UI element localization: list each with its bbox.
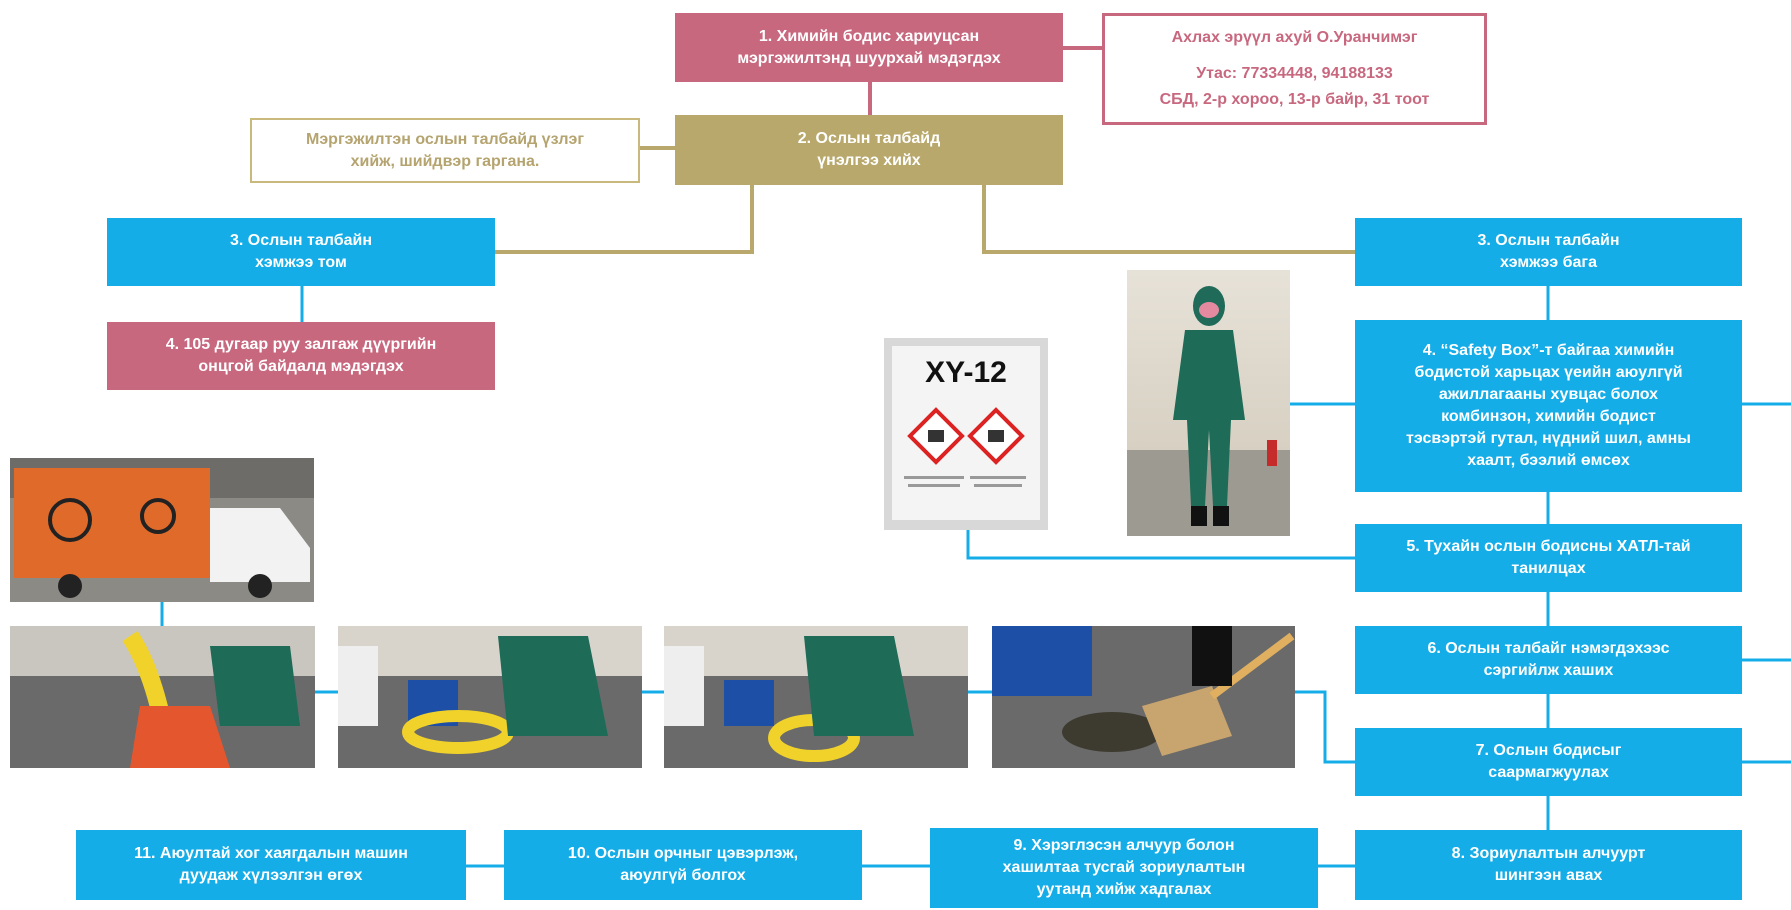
waste-truck-photo — [10, 458, 314, 602]
person-figure-icon — [1127, 286, 1290, 536]
truck-icon — [10, 458, 314, 598]
cleanup-scene-1 — [10, 626, 315, 768]
step-8-box: 8. Зориулалтын алчуурт шингээн авах — [1355, 830, 1742, 900]
contact-phone: Утас: 77334448, 94188133 — [1196, 65, 1393, 82]
step-2-box: 2. Ослын талбайд үнэлгээ хийх — [675, 115, 1063, 185]
cleanup-photo-2 — [338, 626, 642, 768]
cleanup-photo-3 — [664, 626, 968, 768]
step-3-small-box: 3. Ослын талбайн хэмжээ бага — [1355, 218, 1742, 286]
hazard-sign-label: XY-12 — [925, 356, 1007, 389]
step-1-box: 1. Химийн бодис хариуцсан мэргэжилтэнд ш… — [675, 13, 1063, 82]
contact-name: Ахлах эрүүл ахуй О.Уранчимэг — [1171, 29, 1418, 46]
cleanup-scene-4 — [992, 626, 1295, 756]
cleanup-scene-2 — [338, 626, 642, 754]
step-11-box: 11. Аюултай хог хаягдалын машин дуудаж х… — [76, 830, 466, 900]
contact-box: Ахлах эрүүл ахуй О.Уранчимэг Утас: 77334… — [1102, 13, 1487, 125]
protective-suit-photo — [1127, 270, 1290, 536]
cleanup-scene-3 — [664, 626, 968, 762]
hazard-pictogram-icons — [904, 407, 1026, 487]
step-10-box: 10. Ослын орчныг цэвэрлэж, аюулгүй болго… — [504, 830, 862, 900]
step-4-small-box: 4. “Safety Box”-т байгаа химийн бодистой… — [1355, 320, 1742, 492]
step-4-large-box: 4. 105 дугаар руу залгаж дүүргийн онцгой… — [107, 322, 495, 390]
step-7-box: 7. Ослын бодисыг саармагжуулах — [1355, 728, 1742, 796]
cleanup-photo-4 — [992, 626, 1295, 768]
step-5-box: 5. Тухайн ослын бодисны ХАТЛ-тай танилца… — [1355, 524, 1742, 592]
contact-address: СБД, 2-р хороо, 13-р байр, 31 тоот — [1159, 91, 1430, 108]
step-6-box: 6. Ослын талбайг нэмэгдэхээс сэргийлж ха… — [1355, 626, 1742, 694]
step-3-large-box: 3. Ослын талбайн хэмжээ том — [107, 218, 495, 286]
hazard-sign-photo: XY-12 — [884, 338, 1048, 530]
expert-note-box: Мэргэжилтэн ослын талбайд үзлэг хийж, ши… — [250, 118, 640, 183]
step-9-box: 9. Хэрэглэсэн алчуур болон хашилтаа тусг… — [930, 828, 1318, 908]
cleanup-photo-1 — [10, 626, 315, 768]
